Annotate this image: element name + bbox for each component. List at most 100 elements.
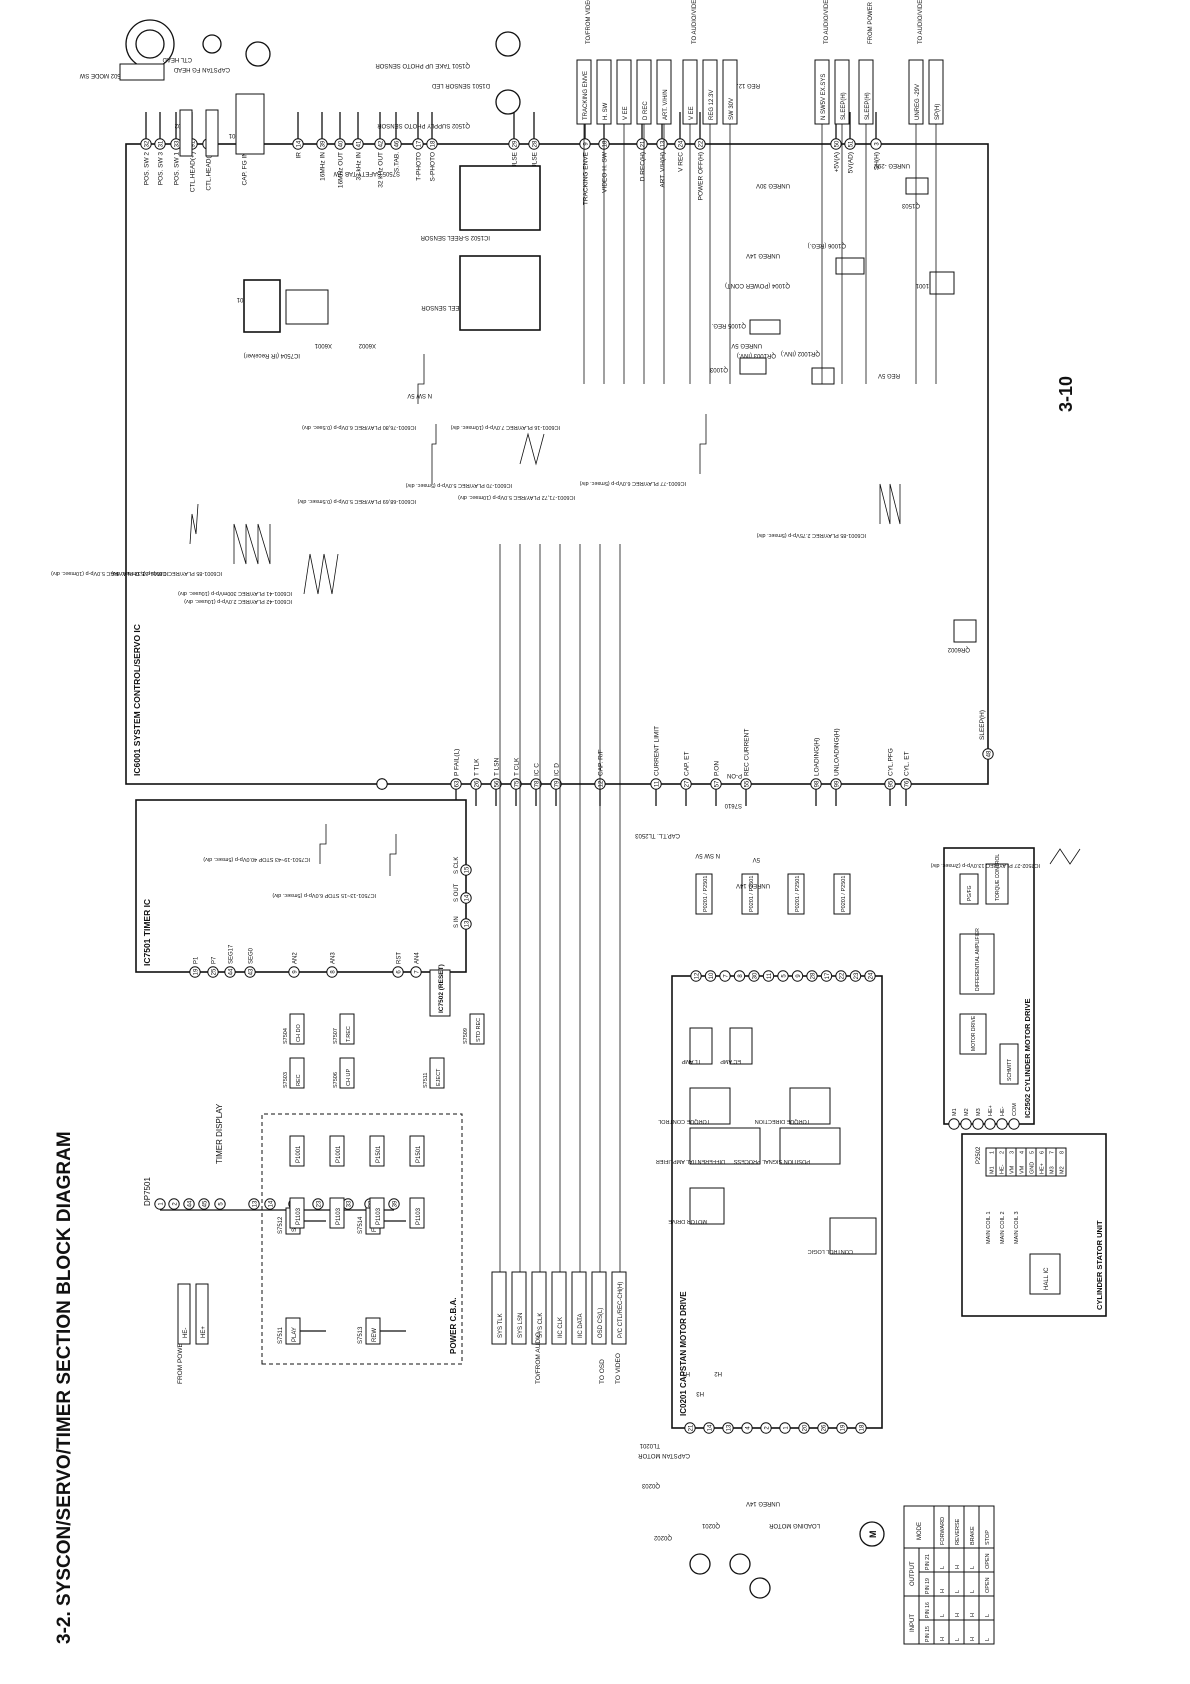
key-ref: S7504 <box>283 1028 289 1044</box>
key-label: EJECT <box>436 1068 442 1086</box>
capstan-bottom-pin <box>684 1422 696 1434</box>
capstan-block-label: DIFFERENTIAL AMPLIFIER <box>656 1158 725 1164</box>
ic6001-top-pin-number: 46 <box>394 140 400 147</box>
power-block-label: Q1005 REG. <box>711 322 746 328</box>
ic6001-bottom-pin-label: T TLK <box>474 758 481 776</box>
bus-signal-box <box>571 1271 587 1345</box>
ic6001-bottom-pin-label: CAP. R/F <box>598 749 605 776</box>
sensor-label: IC1501 T-REEL SENSOR <box>421 304 490 310</box>
display-pin <box>183 1198 195 1210</box>
ic6001-top-pin-number: 39 <box>320 140 326 147</box>
stator-pin-name: M3 <box>1050 1166 1056 1174</box>
capstan-label: 5V <box>753 856 760 862</box>
capstan-label: CAP.T.L. TL2503 <box>635 832 680 838</box>
capstan-block-label: TL AMP <box>681 1058 701 1064</box>
cba-connector-label: P1103 <box>376 1207 382 1225</box>
q1005-box <box>749 319 781 335</box>
capstan-block <box>789 1087 831 1125</box>
qr6002-box <box>953 619 977 643</box>
truth-header-label: PIN 21 <box>925 1554 931 1570</box>
ic6001-top-pin-label: VIDEO H. SW <box>602 151 609 193</box>
truth-group-label: MODE <box>917 1522 923 1540</box>
truth-cell-value: OPEN <box>985 1577 991 1593</box>
right-group-label: TO/FROM VIDEO <box>586 0 592 44</box>
ic2501-box <box>243 279 281 333</box>
stator-pin-name: M2 <box>1060 1166 1066 1174</box>
waveform-trace <box>233 523 271 565</box>
waveform-caption: IC6001-41 PLAY/REC 300mVp-p (10usec. div… <box>178 590 292 596</box>
power-cba-contents: PLAYS7511STOPS7512REWS7513FFS7514P1103P1… <box>278 1135 425 1345</box>
cba-switch-ref: S7514 <box>358 1216 364 1234</box>
ic6001-top-pin-number: 50 <box>834 140 840 147</box>
q1003-box <box>739 357 767 375</box>
q1006-box <box>835 257 865 275</box>
ic7502-label: IC7502 (RESET) <box>438 964 445 1013</box>
capstan-bottom-pin-number: 26 <box>821 1424 827 1431</box>
bus-signal-box <box>611 1271 627 1345</box>
sensor-label: Q1502 SUPPLY PHOTO SENSOR <box>377 122 470 128</box>
ic6001-top-pin-label: 16MHz IN <box>320 152 327 181</box>
bus-signal-label: SYS TLK <box>498 1313 504 1338</box>
qr1002-box <box>811 367 835 385</box>
cba-switch-ref: S7513 <box>358 1326 364 1344</box>
ic6001-bottom-pin-number: 12 <box>598 780 604 787</box>
capstan-bottom-pin <box>817 1422 829 1434</box>
ic7501-pin-label: P1 <box>194 956 200 964</box>
cylinder-block-label: PG/FG <box>967 885 973 901</box>
cba-connector <box>409 1197 425 1229</box>
cba-connector <box>329 1197 345 1229</box>
capstan-connector-label: P0201 / P2501 <box>749 876 755 912</box>
power-pin-box <box>177 1283 191 1345</box>
capstan-top-pin <box>820 970 833 982</box>
power-block-label: UNREG 30V <box>756 182 790 188</box>
capstan-top-pin-number: 17 <box>825 972 831 979</box>
capstan-block-label: POSITION SIGNAL PROCESS <box>733 1158 810 1164</box>
truth-cell-value: H <box>955 1613 961 1617</box>
display-pin-number: 45 <box>202 1200 208 1207</box>
power-cba-box <box>261 1113 463 1365</box>
ic7501-pin <box>460 918 472 930</box>
ic6001-top-pin-number: 31 <box>158 140 164 147</box>
key-box <box>289 1013 305 1045</box>
key-label: REC <box>296 1074 302 1086</box>
truth-cell-value: H <box>940 1589 946 1593</box>
ic6001-bottom-pin-label: CURRENT LIMIT <box>654 726 661 776</box>
capstan-bottom-pin-number: 14 <box>707 1424 713 1431</box>
display-pin <box>388 1198 400 1210</box>
display-pin <box>264 1198 276 1210</box>
ic6001-top-pin-number: 40 <box>338 140 344 147</box>
loading-motor-icon <box>859 1521 885 1547</box>
right-group-label: TO AUDIO/VIDEO <box>824 0 830 44</box>
stator-coil-label: MAIN COIL 1 <box>986 1212 992 1245</box>
ic7501-pin-number: 19 <box>193 968 199 975</box>
ic7502-box <box>429 969 451 1017</box>
truth-cell-value: L <box>985 1614 991 1617</box>
capstan-label: S7610 <box>724 802 742 808</box>
bus-signal-label: IIC DATA <box>578 1314 584 1338</box>
ic6001-top-pin-number: 29 <box>512 140 518 147</box>
ic7501-waveform-caption: IC7501-19~43 STOP 40.0Vp-p (5msec. div) <box>203 856 310 862</box>
capstan-bottom-pin-number: 19 <box>840 1424 846 1431</box>
capstan-top-pin <box>835 970 847 982</box>
ic6001-bottom-pin-number: 48 <box>986 750 992 757</box>
right-signal-label: N SW5V EX.SYS <box>821 74 827 120</box>
cylinder-block <box>999 1043 1019 1085</box>
ic7501-pin-number: 14 <box>464 894 470 901</box>
capstan-label: H1 <box>682 1370 690 1376</box>
ic7501-pins: 19P125P744SEG1743SEG09AN28AN36RST7AN413S… <box>189 857 472 978</box>
q1502-icon <box>495 89 521 115</box>
cylinder-pin-label: M1 <box>952 1108 958 1116</box>
ic6001-top-pin-label: S-PHOTO <box>430 152 437 182</box>
cylinder-block-label: SCHMITT <box>1007 1059 1013 1081</box>
mode-switch-inner <box>135 29 165 59</box>
power-block-label: UNREG 14V <box>746 252 780 258</box>
power-block-label: QR1003 (INV.) <box>737 352 776 358</box>
bus-signal-box <box>491 1271 507 1345</box>
sensor-label: D1501 SENSOR LED <box>431 82 490 88</box>
capstan-connector <box>741 873 759 915</box>
right-signal-label: V EE <box>689 106 695 120</box>
cylinder-pin <box>1008 1118 1020 1130</box>
